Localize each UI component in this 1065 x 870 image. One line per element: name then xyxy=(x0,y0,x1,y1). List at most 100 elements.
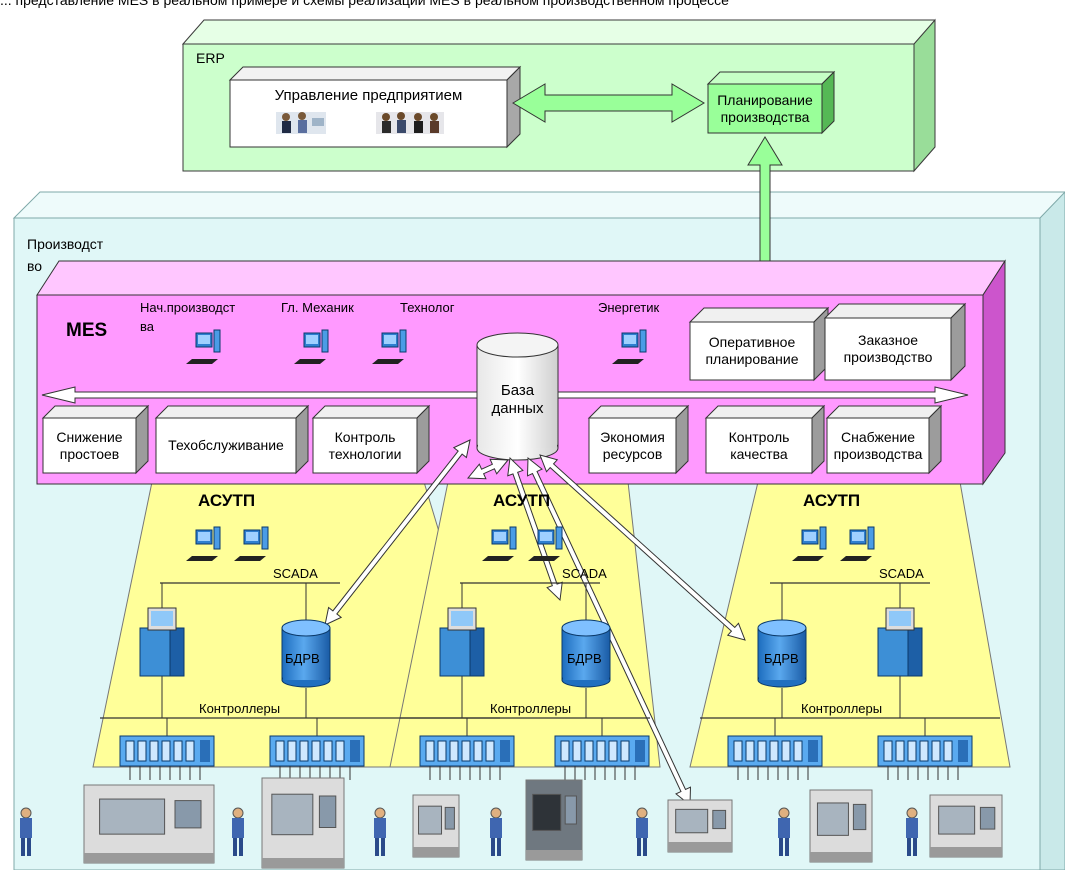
database-label-line1: База xyxy=(500,382,535,399)
module-production-supply: Снабжение производства xyxy=(827,418,929,473)
server-computer-icon xyxy=(877,607,923,677)
header-text: ... представление MES в реальном примере… xyxy=(0,0,729,8)
module-quality-control-line1: Контроль xyxy=(728,428,790,445)
controller-module-icon xyxy=(877,735,973,780)
module-operative-planning-line2: планирование xyxy=(705,351,799,367)
controller-module-icon xyxy=(269,735,365,780)
workstation-icon xyxy=(372,329,407,364)
database-cylinder xyxy=(476,332,559,461)
module-downtime-reduction-line2: простоев xyxy=(59,445,120,462)
machine-press xyxy=(412,794,460,858)
scada-label-1: SCADA xyxy=(273,566,318,581)
role-energetic: Энергетик xyxy=(598,300,660,315)
controller-module-icon xyxy=(119,735,215,780)
machine-vertical-center xyxy=(809,789,873,863)
workstation-icon xyxy=(186,526,221,561)
scada-label-3: SCADA xyxy=(879,566,924,581)
role-production-head-line1: Нач.производст xyxy=(140,300,236,315)
role-production-head: Нач.производст ва xyxy=(140,300,236,335)
bdrv-database-icon xyxy=(561,619,611,688)
controller-module-icon xyxy=(727,735,823,780)
role-technologist: Технолог xyxy=(400,300,455,315)
controllers-label-3: Контроллеры xyxy=(801,701,883,716)
module-order-production-line1: Заказное xyxy=(857,332,919,349)
mes-modules-shapes xyxy=(41,302,967,475)
role-production-head-line2: ва xyxy=(140,318,154,334)
worker-icon xyxy=(636,807,648,856)
asutp-title-3: АСУТП xyxy=(803,491,861,510)
asutp-title-1: АСУТП xyxy=(198,491,256,510)
module-technology-control: Контроль технологии xyxy=(313,418,417,473)
worker-icon xyxy=(20,807,32,856)
workstation-icon xyxy=(234,526,269,561)
controllers-label-2: Контроллеры xyxy=(490,701,572,716)
bdrv-database-icon xyxy=(757,619,807,688)
mes-label: MES xyxy=(66,320,108,341)
erp-block xyxy=(181,18,936,173)
controller-module-icon xyxy=(554,735,650,780)
workstation-icon xyxy=(840,526,875,561)
erp-double-arrow xyxy=(512,83,705,123)
module-box-order-production xyxy=(823,302,967,382)
module-maintenance: Техобслуживание xyxy=(156,418,296,473)
machine-lathe-3 xyxy=(929,794,1003,858)
workstation-icon xyxy=(792,526,827,561)
module-quality-control-line2: качества xyxy=(730,445,788,462)
db-link-arrow-4 xyxy=(539,454,746,641)
erp-label: ERP xyxy=(196,50,225,66)
module-box-maintenance xyxy=(154,404,310,475)
server-computer-icon xyxy=(439,607,485,677)
asutp-internals xyxy=(100,526,1000,780)
workstation-icon xyxy=(612,329,647,364)
database-label-line2: данных xyxy=(491,400,544,417)
server-computer-icon xyxy=(139,607,185,677)
module-box-tech-control xyxy=(311,404,431,475)
production-label-line2: во xyxy=(27,258,43,275)
bdrv-label-3: БДРВ xyxy=(764,651,799,666)
machine-lathe-1 xyxy=(83,784,215,864)
planning-line2: производства xyxy=(720,108,810,125)
module-resource-saving: Экономия ресурсов xyxy=(589,418,676,473)
module-production-supply-line1: Снабжение xyxy=(841,428,915,445)
module-downtime-reduction: Снижение простоев xyxy=(43,418,136,473)
worker-icon xyxy=(232,807,244,856)
module-quality-control: Контроль качества xyxy=(706,418,812,473)
controllers-label-1: Контроллеры xyxy=(199,701,281,716)
office-people-icon xyxy=(276,112,444,134)
db-link-arrow-5 xyxy=(466,458,510,480)
machines-row xyxy=(20,777,1003,869)
production-label: Производст во xyxy=(27,236,103,274)
bdrv-database-icon xyxy=(281,619,331,688)
production-label-line1: Производст xyxy=(27,236,104,252)
module-box-downtime xyxy=(41,404,150,475)
db-link-arrow-2 xyxy=(507,456,563,602)
bdrv-label-1: БДРВ xyxy=(285,651,320,666)
module-technology-control-line2: технологии xyxy=(328,445,402,462)
bdrv-label-2: БДРВ xyxy=(567,651,602,666)
machine-milling-center xyxy=(261,777,345,869)
module-order-production-line2: производство xyxy=(843,349,933,365)
worker-icon xyxy=(374,807,386,856)
enterprise-management-box: Управление предприятием xyxy=(230,84,507,108)
scada-label-2: SCADA xyxy=(562,566,607,581)
module-technology-control-line1: Контроль xyxy=(334,428,396,445)
module-downtime-reduction-line1: Снижение xyxy=(56,428,123,445)
module-resource-saving-line1: Экономия xyxy=(600,428,665,445)
controller-module-icon xyxy=(419,735,515,780)
module-box-operative-planning xyxy=(688,306,830,382)
workstation-icon xyxy=(294,329,329,364)
module-maintenance-label: Техобслуживание xyxy=(168,437,284,454)
worker-icon xyxy=(490,807,502,856)
planning-line1: Планирование xyxy=(717,91,813,108)
module-box-quality-control xyxy=(704,404,826,475)
machine-lathe-2 xyxy=(667,799,733,853)
production-planning-box: Планирование производства xyxy=(708,84,822,133)
module-box-supply xyxy=(825,404,943,475)
module-order-production: Заказное производство xyxy=(825,318,951,380)
enterprise-management-label: Управление предприятием xyxy=(274,87,463,104)
asutp-zones xyxy=(92,481,1011,768)
workstations xyxy=(186,329,647,364)
worker-icon xyxy=(778,807,790,856)
